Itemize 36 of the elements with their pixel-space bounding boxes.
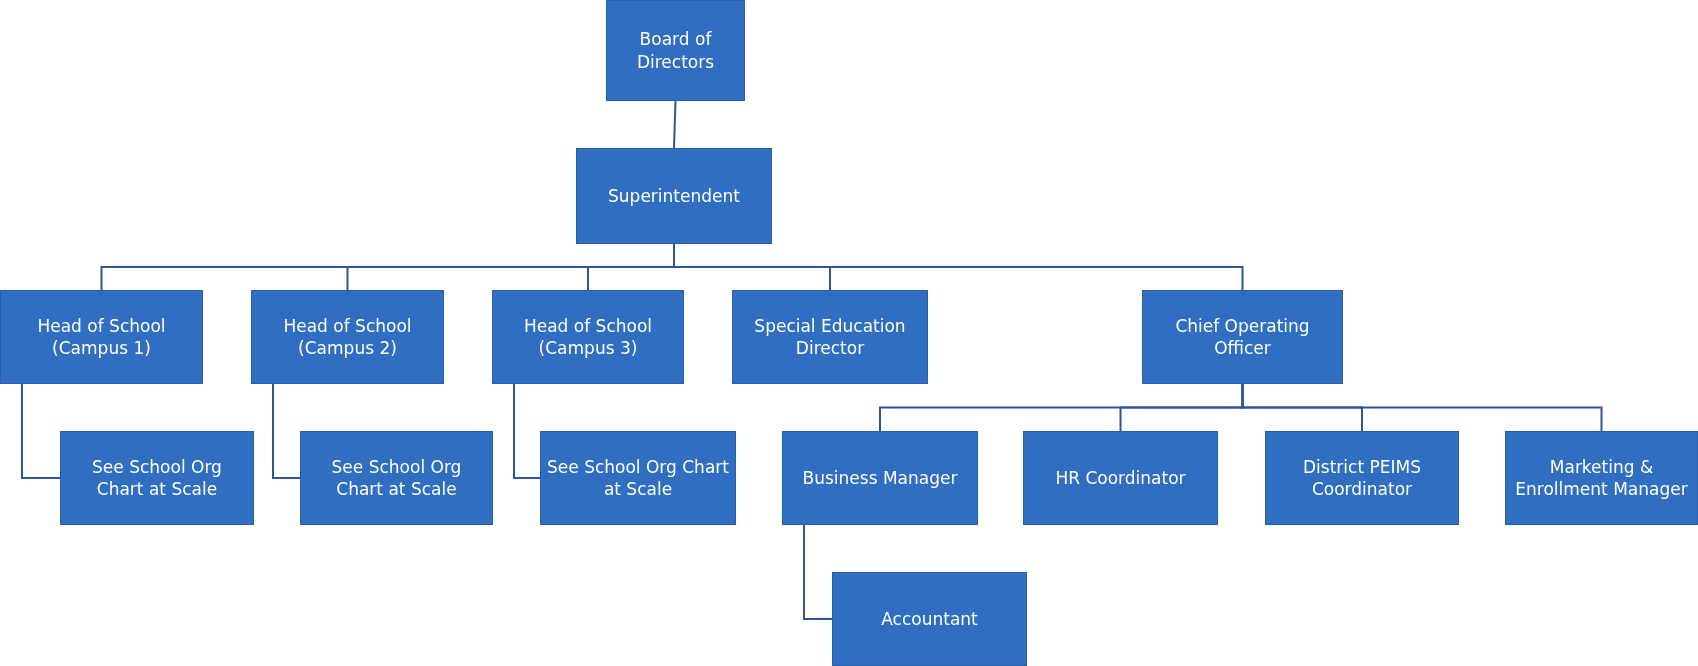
org-box: [832, 572, 1027, 666]
org-box: [300, 431, 493, 525]
node-label: Business Manager: [801, 466, 959, 490]
org-box: [1023, 431, 1218, 525]
node-label: See School Org Chart at Scale: [330, 455, 463, 501]
node-label: Superintendent: [607, 184, 741, 208]
org-box: [540, 431, 736, 525]
node-label: Accountant: [880, 607, 979, 631]
node-label: Head of School (Campus 3): [522, 314, 654, 360]
org-box: [60, 431, 254, 525]
org-box: [251, 290, 444, 384]
node-label: Board of Directors: [635, 28, 716, 73]
org-box: [606, 0, 745, 101]
connector-line: [21, 383, 61, 479]
node-label: Head of School (Campus 2): [282, 314, 413, 360]
node-label: Special Education Director: [753, 314, 907, 360]
node-label: Marketing & Enrollment Manager: [1514, 455, 1689, 501]
connector-line: [673, 100, 677, 149]
connector-line: [1241, 383, 1603, 432]
node-label: District PEIMS Coordinator: [1302, 455, 1422, 501]
connector-line: [803, 524, 833, 620]
org-box: [1265, 431, 1459, 525]
node-label: HR Coordinator: [1054, 466, 1187, 490]
node-label: Chief Operating Officer: [1174, 314, 1311, 360]
org-box: [0, 290, 203, 384]
org-box: [576, 148, 772, 244]
org-box: [732, 290, 928, 384]
org-box: [782, 431, 978, 525]
org-box: [1505, 431, 1698, 525]
node-label: See School Org Chart at Scale: [546, 455, 730, 501]
connector-line: [513, 383, 541, 479]
org-box: [1142, 290, 1343, 384]
connector-line: [272, 383, 301, 479]
node-label: Head of School (Campus 1): [36, 314, 167, 360]
org-box: [492, 290, 684, 384]
node-label: See School Org Chart at Scale: [91, 455, 223, 501]
